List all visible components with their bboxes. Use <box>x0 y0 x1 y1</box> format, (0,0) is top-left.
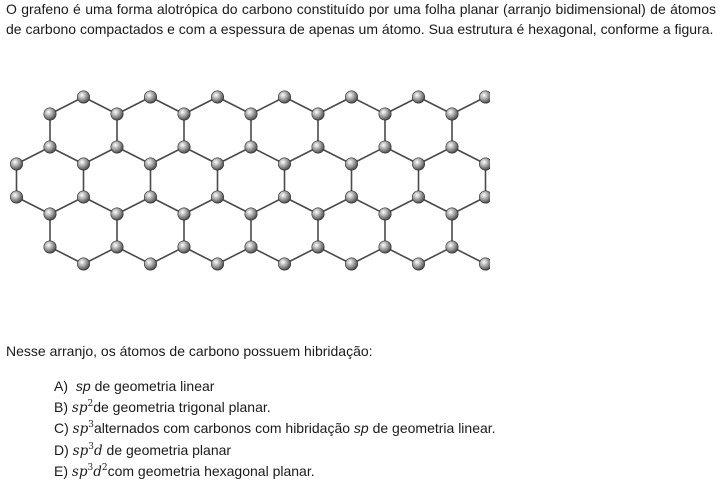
option-letter: B) <box>54 398 68 415</box>
option-a[interactable]: A) sp de geometria linear <box>54 376 496 397</box>
carbon-atom <box>43 140 57 154</box>
carbon-atom <box>244 140 258 154</box>
carbon-atom <box>445 107 459 121</box>
option-text: de geometria linear. <box>368 420 496 436</box>
option-letter: E) <box>54 463 68 479</box>
carbon-atom <box>144 157 158 171</box>
carbon-atom <box>110 207 124 221</box>
carbon-atom <box>479 90 490 104</box>
carbon-atom <box>277 190 291 204</box>
carbon-atom <box>344 157 358 171</box>
question-intro-text: O grafeno é uma forma alotrópica do carb… <box>6 1 716 37</box>
option-text: alternados com carbonos com hibridação <box>93 420 354 436</box>
carbon-atom <box>244 240 258 254</box>
carbon-atom <box>177 140 191 154</box>
carbon-atom <box>378 207 392 221</box>
option-text-emphasis: sp <box>353 420 369 436</box>
carbon-atom <box>110 107 124 121</box>
carbon-atom <box>43 240 57 254</box>
carbon-atom <box>479 257 490 271</box>
carbon-atom <box>10 157 23 171</box>
carbon-atom <box>344 190 358 204</box>
carbon-atom <box>411 190 425 204</box>
carbon-atom <box>411 157 425 171</box>
carbon-atom <box>144 257 158 271</box>
option-b[interactable]: B) sp2de geometria trigonal planar. <box>54 397 496 419</box>
carbon-atom <box>311 207 325 221</box>
carbon-atom <box>110 140 124 154</box>
carbon-atom <box>77 257 91 271</box>
carbon-atom <box>445 240 459 254</box>
option-e[interactable]: E) sp3d2com geometria hexagonal planar. <box>54 461 496 483</box>
hybridization-label: sp3 <box>72 420 94 438</box>
carbon-atom <box>211 190 225 204</box>
carbon-atom <box>43 107 57 121</box>
carbon-atom <box>479 190 490 204</box>
option-letter: D) <box>54 441 69 458</box>
carbon-atom <box>378 140 392 154</box>
hybridization-label: sp3d <box>72 441 103 459</box>
carbon-atom <box>311 107 325 121</box>
carbon-atom <box>311 140 325 154</box>
carbon-bonds <box>15 96 490 265</box>
option-d[interactable]: D) sp3d de geometria planar <box>54 440 496 462</box>
carbon-atom <box>110 240 124 254</box>
answer-options: A) sp de geometria linear B) sp2de geome… <box>54 376 496 483</box>
carbon-atom <box>378 240 392 254</box>
carbon-atom <box>144 190 158 204</box>
option-text: de geometria linear <box>90 378 215 394</box>
carbon-atom <box>177 207 191 221</box>
carbon-atom <box>211 157 225 171</box>
carbon-atom <box>277 157 291 171</box>
carbon-atom <box>77 90 91 104</box>
carbon-atom <box>77 190 91 204</box>
question-prompt: Nesse arranjo, os átomos de carbono poss… <box>6 343 373 359</box>
carbon-atom <box>177 240 191 254</box>
carbon-atom <box>211 257 225 271</box>
hybridization-label: sp2 <box>71 398 94 416</box>
carbon-atom <box>144 90 158 104</box>
option-letter: A) <box>54 378 68 394</box>
carbon-atom <box>211 90 225 104</box>
option-c[interactable]: C) sp3alternados com carbonos com hibrid… <box>54 418 496 440</box>
carbon-atom <box>10 190 23 204</box>
carbon-atom <box>244 207 258 221</box>
carbon-atom <box>411 90 425 104</box>
option-text: de geometria planar <box>102 441 232 458</box>
option-text: com geometria hexagonal planar. <box>107 463 315 479</box>
carbon-atom <box>344 257 358 271</box>
option-letter: C) <box>54 420 69 436</box>
carbon-atom <box>43 207 57 221</box>
carbon-atom <box>311 240 325 254</box>
carbon-atom <box>378 107 392 121</box>
carbon-atoms <box>10 90 490 271</box>
carbon-atom <box>277 90 291 104</box>
carbon-atom <box>177 107 191 121</box>
hybridization-label: sp3d2 <box>71 463 108 481</box>
carbon-atom <box>77 157 91 171</box>
carbon-atom <box>244 107 258 121</box>
carbon-atom <box>479 157 490 171</box>
hybridization-label: sp <box>75 378 91 394</box>
carbon-atom <box>445 207 459 221</box>
carbon-atom <box>445 140 459 154</box>
graphene-structure-figure <box>10 90 490 271</box>
option-text: de geometria trigonal planar. <box>93 398 271 415</box>
carbon-atom <box>344 90 358 104</box>
carbon-atom <box>277 257 291 271</box>
carbon-atom <box>411 257 425 271</box>
